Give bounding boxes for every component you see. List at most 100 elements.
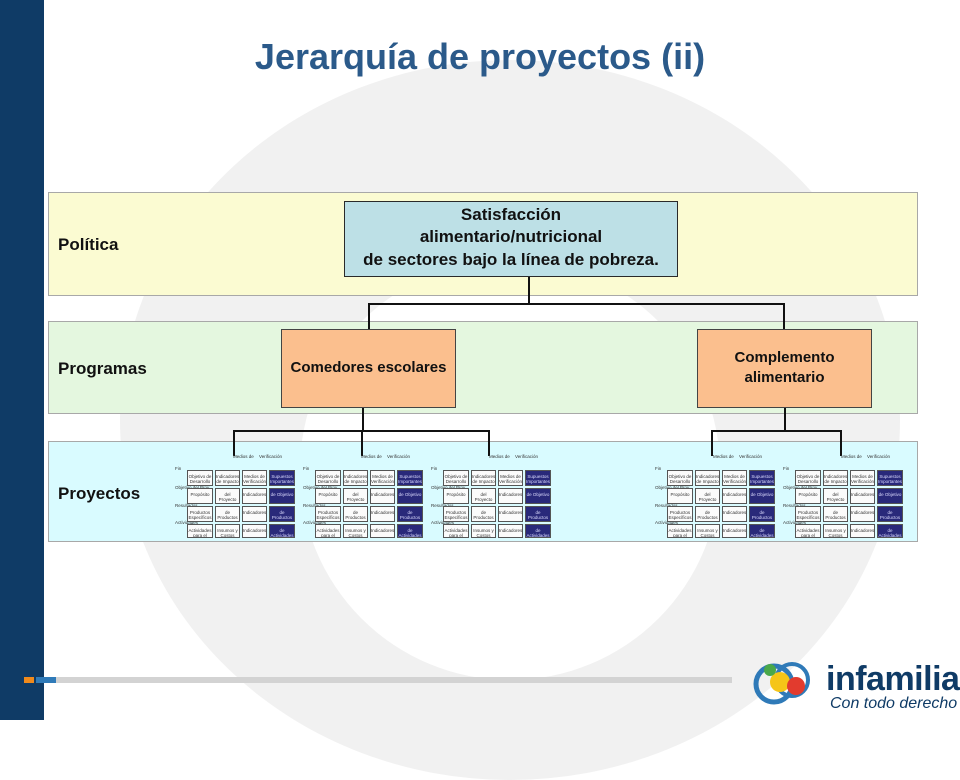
matrix-header-right: Verificación (867, 454, 891, 459)
matrix-cell: Productos Específicos (187, 506, 213, 522)
matrix-cell: Actividades para el Proy. (667, 524, 693, 538)
matrix-cell: Indicadores (722, 488, 747, 504)
matrix-cell: de Actividades (749, 524, 775, 538)
matrix-cell: Productos Específicos (315, 506, 341, 522)
connector-programs-horizontal (368, 303, 784, 305)
matrix-row-label: Fin (783, 466, 790, 471)
policy-line-3: de sectores bajo la línea de pobreza. (363, 250, 659, 269)
matrix-cell: Indicadores de Impacto (695, 470, 720, 486)
matrix-cell: de Actividades (269, 524, 295, 538)
matrix-cell: Supuestos Importantes (877, 470, 903, 486)
footer-color-strip (12, 677, 732, 683)
matrix-cell: Medios de Verificación (850, 470, 875, 486)
matrix-cell: de Productos Concretos (471, 506, 496, 522)
matrix-cell: de Productos (397, 506, 423, 522)
matrix-cell: Actividades para el Proy. (443, 524, 469, 538)
matrix-cell: de Actividades (877, 524, 903, 538)
matrix-cell: Actividades para el Proy. (795, 524, 821, 538)
policy-box: Satisfacción alimentario/nutricional de … (344, 201, 678, 277)
connector-project-2 (361, 430, 363, 456)
programas-label: Programas (58, 359, 147, 378)
proyectos-label: Proyectos (58, 484, 141, 503)
matrix-row-label: Actividades (175, 520, 199, 525)
matrix-cell: del Proyecto (343, 488, 368, 504)
connector-project-1 (233, 430, 235, 456)
matrix-cell: Indicadores de Impacto (343, 470, 368, 486)
matrix-cell: Actividades para el Proy. (315, 524, 341, 538)
matrix-cell: de Productos Concretos (823, 506, 848, 522)
logo-name: infamilia (826, 660, 960, 698)
matrix-cell: Indicadores (498, 488, 523, 504)
matrix-cell: de Productos (525, 506, 551, 522)
matrix-cell: de Productos Concretos (343, 506, 368, 522)
matrix-cell: Indicadores (722, 524, 747, 538)
matrix-cell: Indicadores (850, 488, 875, 504)
matrix-cell: Indicadores (850, 524, 875, 538)
matrix-cell: Propósito (187, 488, 213, 504)
policy-line-1: Satisfacción (460, 205, 562, 224)
matrix-cell: Propósito (443, 488, 469, 504)
connector-right-program-down (784, 408, 786, 431)
matrix-row-label: Objetivo del Proy. (303, 485, 338, 490)
matrix-cell: Objetivo de Desarrollo (315, 470, 341, 486)
matrix-cell: Propósito (667, 488, 693, 504)
matrix-header-left: Medios de (841, 454, 862, 459)
program-right-line-1: Complemento (734, 349, 835, 366)
matrix-header-left: Medios de (361, 454, 382, 459)
matrix-row-label: Fin (175, 466, 182, 471)
matrix-row-label: Fin (303, 466, 310, 471)
matrix-row-label: Objetivo del Proy. (783, 485, 818, 490)
matrix-cell: Propósito (795, 488, 821, 504)
matrix-cell: de Productos Concretos (695, 506, 720, 522)
connector-policy-down (528, 277, 530, 304)
program-comedores-escolares: Comedores escolares (281, 329, 456, 408)
connector-right-projects-horizontal (711, 430, 841, 432)
matrix-header-right: Verificación (739, 454, 763, 459)
matrix-cell: Indicadores (242, 506, 267, 522)
matrix-cell: Medios de Verificación (370, 470, 395, 486)
matrix-cell: Supuestos Importantes (397, 470, 423, 486)
program-complemento-alimentario: Complemento alimentario (697, 329, 872, 408)
matrix-cell: Supuestos Importantes (269, 470, 295, 486)
matrix-row-label: Resultados (655, 503, 678, 508)
connector-right-program (783, 303, 785, 330)
matrix-cell: Indicadores (498, 506, 523, 522)
matrix-row-label: Actividades (783, 520, 807, 525)
matrix-cell: Medios de Verificación (242, 470, 267, 486)
connector-project-5 (840, 430, 842, 456)
matrix-cell: Actividades para el Proy. (187, 524, 213, 538)
matrix-cell: Insumos y Costos (215, 524, 240, 538)
logo-tagline: Con todo derecho (830, 695, 958, 712)
matrix-cell: Productos Específicos (795, 506, 821, 522)
politica-label: Política (58, 235, 119, 254)
matrix-cell: de Actividades (397, 524, 423, 538)
matrix-cell: Indicadores (370, 506, 395, 522)
matrix-cell: Insumos y Costos (695, 524, 720, 538)
matrix-cell: Insumos y Costos (471, 524, 496, 538)
matrix-cell: de Productos (877, 506, 903, 522)
matrix-cell: Productos Específicos (443, 506, 469, 522)
matrix-cell: Indicadores de Impacto (215, 470, 240, 486)
matrix-cell: del Proyecto (471, 488, 496, 504)
matrix-header-left: Medios de (233, 454, 254, 459)
matrix-cell: de Productos Concretos (215, 506, 240, 522)
matrix-cell: de Objetivo (749, 488, 775, 504)
matrix-cell: del Proyecto (695, 488, 720, 504)
matrix-cell: Objetivo de Desarrollo (667, 470, 693, 486)
matrix-cell: Indicadores de Impacto (823, 470, 848, 486)
connector-left-program-down (362, 408, 364, 431)
page-title: Jerarquía de proyectos (ii) (254, 36, 706, 77)
matrix-row-label: Fin (431, 466, 438, 471)
matrix-cell: del Proyecto (215, 488, 240, 504)
connector-left-program (368, 303, 370, 330)
matrix-cell: Indicadores (242, 524, 267, 538)
matrix-header-left: Medios de (713, 454, 734, 459)
matrix-row-label: Actividades (431, 520, 455, 525)
program-left-label: Comedores escolares (290, 359, 447, 376)
matrix-row-label: Resultados (431, 503, 454, 508)
matrix-cell: de Objetivo (397, 488, 423, 504)
